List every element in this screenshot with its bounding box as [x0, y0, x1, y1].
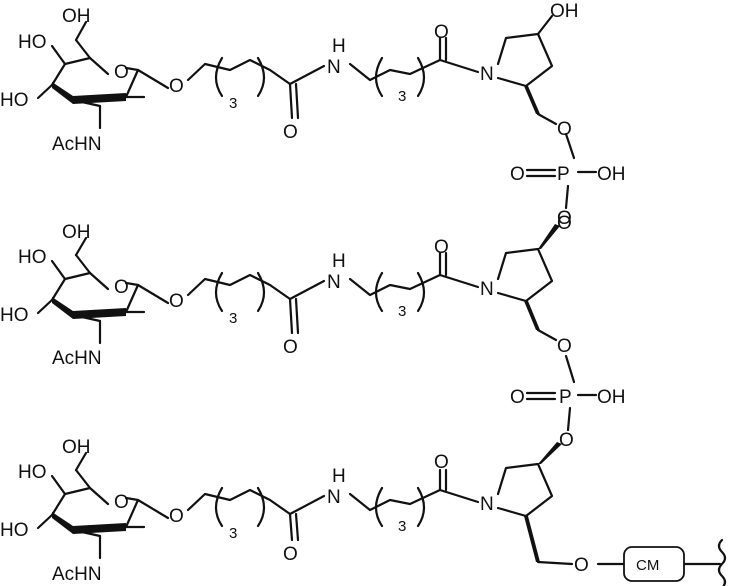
hydroxyl-label: OH [550, 1, 579, 22]
repeat-subscript: 3 [398, 303, 406, 320]
acetamido-label: AcHN [52, 348, 102, 369]
hydroxyl-label: OH [62, 222, 91, 243]
phosphorus-label: P [557, 164, 570, 185]
hydroxyl-label: HO [0, 90, 29, 111]
carbonyl-oxygen-label: O [434, 237, 449, 258]
ester-oxygen-label: O [557, 336, 572, 357]
ring-oxygen-label: O [114, 62, 129, 83]
pyrrolidine-n-label: N [480, 64, 494, 85]
phosphorus-label: P [559, 387, 572, 408]
amide-n-label: N [327, 272, 341, 293]
ether-oxygen-label: O [574, 555, 589, 576]
hydroxyl-label: OH [62, 437, 91, 458]
hydroxyl-label: OH [597, 387, 626, 408]
hydroxyl-label: HO [18, 32, 47, 53]
glycosidic-oxygen-label: O [169, 76, 184, 97]
phosphoryl-oxygen-label: O [510, 164, 525, 185]
repeat-subscript: 3 [229, 95, 237, 112]
carbonyl-oxygen-label: O [283, 544, 298, 565]
hydroxyl-label: OH [597, 164, 626, 185]
acetamido-label: AcHN [52, 564, 102, 585]
ester-oxygen-label: O [557, 213, 572, 234]
phosphoryl-oxygen-label: O [510, 387, 525, 408]
carbonyl-oxygen-label: O [434, 452, 449, 473]
pyrrolidine-n-label: N [480, 279, 494, 300]
hydroxyl-label: HO [18, 247, 47, 268]
repeat-subscript: 3 [229, 525, 237, 542]
repeat-subscript: 3 [398, 88, 406, 105]
galnac-unit-3 [38, 442, 725, 586]
acetamido-label: AcHN [52, 134, 102, 155]
ester-oxygen-label: O [557, 119, 572, 140]
amide-h-label: H [332, 36, 346, 57]
amide-h-label: H [332, 251, 346, 272]
solid-support-label: CM [636, 557, 659, 574]
hydroxyl-label: HO [18, 462, 47, 483]
hydroxyl-label: OH [62, 6, 91, 27]
ester-oxygen-label: O [559, 430, 574, 451]
glycosidic-oxygen-label: O [169, 506, 184, 527]
ring-oxygen-label: O [114, 492, 129, 513]
hydroxyl-label: HO [0, 520, 29, 541]
hydroxyl-label: HO [0, 305, 29, 326]
carbonyl-oxygen-label: O [283, 122, 298, 143]
amide-h-label: H [332, 466, 346, 487]
carbonyl-oxygen-label: O [283, 337, 298, 358]
repeat-subscript: 3 [398, 518, 406, 535]
amide-n-label: N [327, 57, 341, 78]
amide-n-label: N [327, 487, 341, 508]
ring-oxygen-label: O [114, 277, 129, 298]
repeat-subscript: 3 [229, 310, 237, 327]
pyrrolidine-n-label: N [480, 494, 494, 515]
carbonyl-oxygen-label: O [434, 22, 449, 43]
glycosidic-oxygen-label: O [169, 291, 184, 312]
